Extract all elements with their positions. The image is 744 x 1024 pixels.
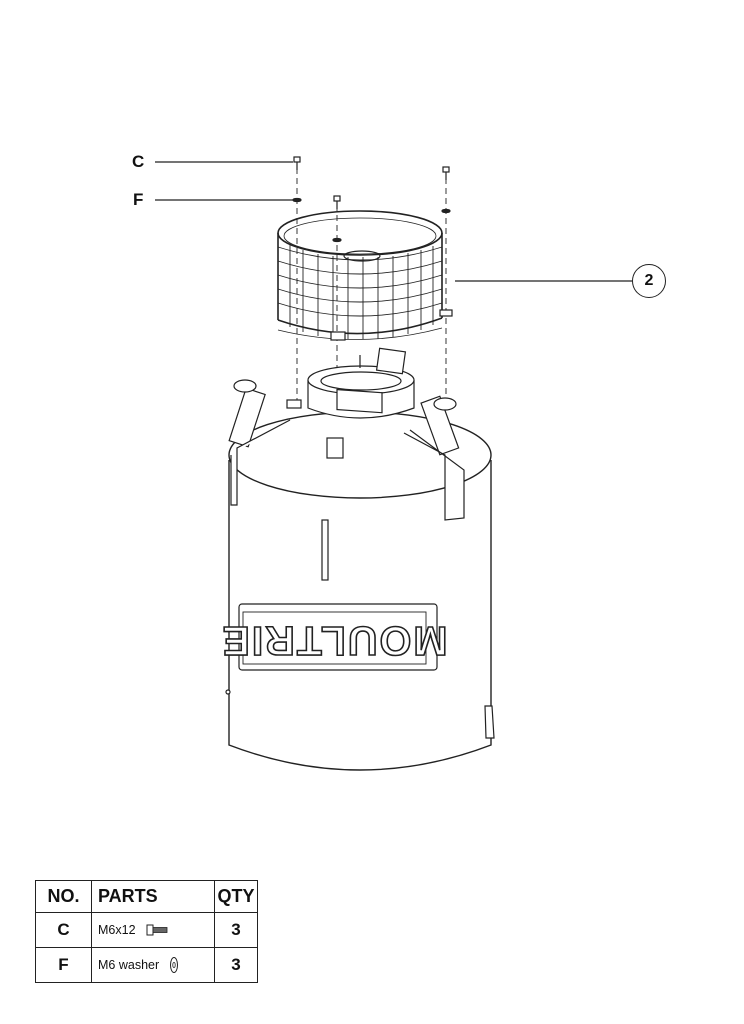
- washer-parts: [292, 197, 451, 243]
- washer-icon: [170, 957, 179, 973]
- feeder-drum: [225, 347, 495, 771]
- bolt-parts: [293, 156, 450, 209]
- header-no: NO.: [35, 880, 92, 913]
- header-qty: QTY: [214, 880, 258, 913]
- row-part: M6 washer: [98, 958, 160, 972]
- callout-label-c: C: [132, 152, 145, 171]
- row-qty: 3: [214, 947, 258, 983]
- table-row: C M6x12 3: [35, 912, 258, 948]
- parts-table-header: NO. PARTS QTY: [35, 880, 258, 913]
- row-part: M6x12: [98, 923, 136, 937]
- row-qty: 3: [214, 912, 258, 948]
- row-no: C: [35, 912, 92, 948]
- table-row: F M6 washer 3: [35, 947, 258, 983]
- row-no: F: [35, 947, 92, 983]
- assembly-diagram: MOULTRIE: [155, 156, 632, 771]
- bolt-icon: [146, 924, 167, 936]
- callout-label-f: F: [133, 190, 144, 209]
- header-parts: PARTS: [91, 880, 215, 913]
- parts-table: NO. PARTS QTY C M6x12 3 F M6 washer: [35, 880, 258, 983]
- wire-cage: [277, 210, 453, 341]
- callout-label-2: 2: [632, 264, 666, 298]
- brand-label: MOULTRIE: [220, 618, 447, 664]
